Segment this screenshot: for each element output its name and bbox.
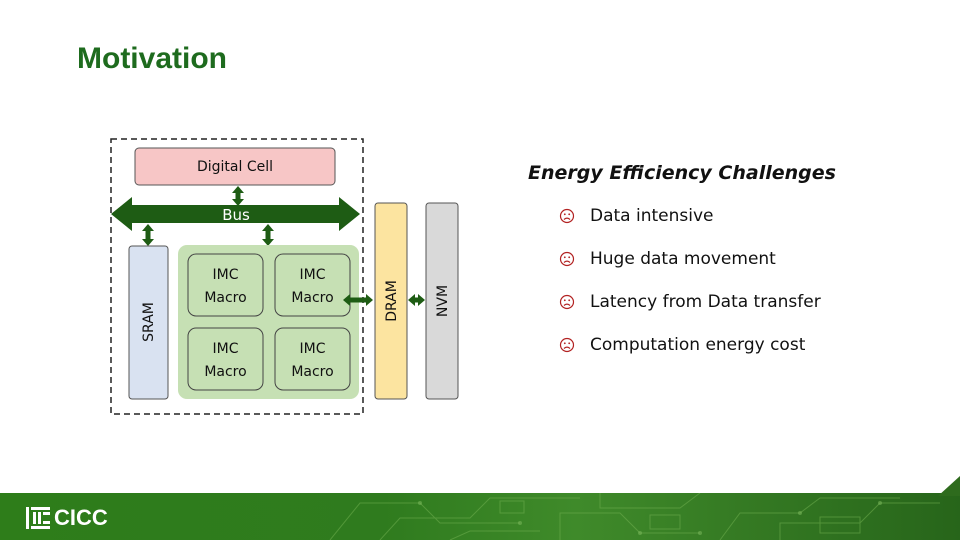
frown-face-icon [559, 294, 575, 310]
imc-macro-label: IMC [300, 341, 326, 357]
bus-sram-arrow [142, 224, 154, 246]
chip-boundary [110, 138, 364, 415]
imc-macro-label: Macro [291, 364, 333, 380]
nvm-label: NVM [435, 285, 451, 317]
digital-cell-bus-arrow [232, 186, 244, 206]
imc-macro-2: IMC Macro [274, 253, 351, 317]
challenge-text: Latency from Data transfer [590, 292, 821, 312]
imc-macro-label: IMC [300, 267, 326, 283]
nvm-block: NVM [425, 202, 459, 400]
challenge-item: Computation energy cost [528, 335, 948, 378]
sram-label: SRAM [141, 302, 157, 342]
challenges-panel: Energy Efficiency Challenges Data intens… [528, 160, 948, 378]
bus-arrow: Bus [111, 197, 360, 231]
frown-face-icon [559, 251, 575, 267]
frown-face-icon [559, 208, 575, 224]
frown-face-icon [559, 337, 575, 353]
digital-cell-block: Digital Cell [134, 147, 336, 186]
sram-block: SRAM [128, 245, 169, 400]
imc-dram-arrow [343, 294, 373, 306]
imc-macro-label: Macro [204, 290, 246, 306]
challenge-text: Huge data movement [590, 249, 776, 269]
challenges-heading: Energy Efficiency Challenges [528, 162, 836, 184]
imc-macro-1: IMC Macro [187, 253, 264, 317]
bus-imc-arrow [262, 224, 274, 246]
footer-band [0, 493, 960, 540]
imc-macro-4: IMC Macro [274, 327, 351, 391]
digital-cell-label: Digital Cell [197, 159, 273, 175]
logo-text: CICC [54, 505, 108, 530]
cicc-logo-icon [26, 507, 50, 529]
challenge-text: Data intensive [590, 206, 714, 226]
imc-macro-label: Macro [291, 290, 333, 306]
challenge-item: Latency from Data transfer [528, 292, 948, 335]
imc-macro-3: IMC Macro [187, 327, 264, 391]
footer-corner-accent [938, 476, 960, 496]
slide-title: Motivation [77, 42, 227, 75]
circuit-pattern [329, 493, 940, 540]
challenge-text: Computation energy cost [590, 335, 806, 355]
dram-block: DRAM [374, 202, 408, 400]
dram-nvm-arrow [408, 294, 425, 306]
dram-label: DRAM [384, 280, 400, 322]
imc-macro-label: Macro [204, 364, 246, 380]
imc-macro-label: IMC [213, 341, 239, 357]
challenge-item: Data intensive [528, 206, 948, 249]
cicc-logo: CICC [26, 505, 108, 530]
imc-macro-label: IMC [213, 267, 239, 283]
challenge-item: Huge data movement [528, 249, 948, 292]
bus-label: Bus [222, 206, 250, 224]
